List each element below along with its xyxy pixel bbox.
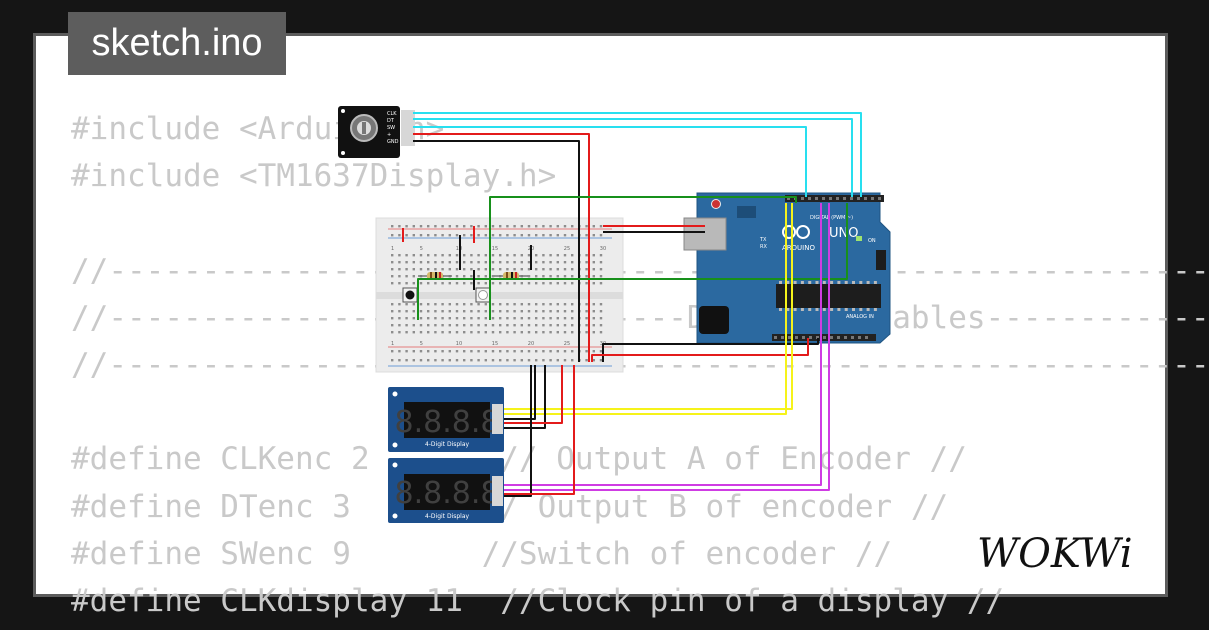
push-button[interactable] <box>402 287 418 303</box>
breadboard-column-number: 1 <box>391 341 394 347</box>
svg-text:SW: SW <box>387 125 395 131</box>
svg-text:+: + <box>387 132 391 138</box>
push-button[interactable] <box>475 287 491 303</box>
display-caption: 4-Digit Display <box>425 513 470 520</box>
wire[interactable] <box>489 196 797 320</box>
wokwi-logo: WOKWi <box>977 531 1133 577</box>
wire[interactable] <box>504 203 787 415</box>
seven-segment-display[interactable]: 8.8.8.8 4-Digit Display <box>388 387 504 452</box>
power-jack <box>699 306 729 334</box>
tx-label: TX <box>759 237 767 243</box>
svg-text:CLK: CLK <box>387 111 397 117</box>
code-line: #define CLKdisplay 11 //Clock pin of a d… <box>71 582 1005 619</box>
code-line: //--------------------------------------… <box>71 252 1209 289</box>
power-led <box>856 236 862 241</box>
wire[interactable] <box>504 203 793 410</box>
wire[interactable] <box>413 140 580 362</box>
icsp-header <box>876 250 886 270</box>
on-label: ON <box>868 238 876 244</box>
wire[interactable] <box>413 112 862 197</box>
code-line: #define DTenc 3 // Output B of encoder /… <box>71 488 949 525</box>
breadboard-column-number: 20 <box>528 341 534 347</box>
svg-text:DT: DT <box>387 118 395 124</box>
svg-text:GND: GND <box>387 139 399 145</box>
wire[interactable] <box>504 365 563 424</box>
arduino-brand-label: ARDUINO <box>782 244 815 252</box>
breadboard-column-number: 10 <box>456 341 462 347</box>
code-line: //--------------------------------------… <box>71 346 1209 383</box>
wire[interactable] <box>417 203 848 320</box>
wire[interactable] <box>413 133 590 362</box>
code-line: #define SWenc 9 //Switch of encoder // <box>71 535 893 572</box>
breadboard-column-number: 25 <box>564 341 570 347</box>
wire[interactable] <box>413 118 853 197</box>
file-tab[interactable]: sketch.ino <box>68 12 286 75</box>
breadboard-column-number: 5 <box>420 246 423 252</box>
wire[interactable] <box>504 203 822 486</box>
arduino-model-label: UNO <box>829 226 858 241</box>
breadboard-column-number: 15 <box>492 246 498 252</box>
wire[interactable] <box>591 338 809 362</box>
wire[interactable] <box>504 365 575 495</box>
wire[interactable] <box>504 203 830 491</box>
digital-label: DIGITAL (PWM ~) <box>810 215 853 221</box>
digital-header <box>785 195 884 202</box>
analog-label: ANALOG IN <box>846 314 874 320</box>
wire[interactable] <box>504 365 536 420</box>
seven-segment-display[interactable]: 8.8.8.8 4-Digit Display <box>388 458 504 523</box>
breadboard-column-number: 30 <box>600 246 606 252</box>
wire[interactable] <box>602 338 819 362</box>
breadboard-column-number: 25 <box>564 246 570 252</box>
rx-label: RX <box>760 244 767 250</box>
rotary-encoder[interactable]: CLK DT SW + GND <box>338 106 415 158</box>
svg-text:WOKWi: WOKWi <box>977 531 1133 577</box>
wire[interactable] <box>504 365 532 497</box>
wire[interactable] <box>413 126 807 197</box>
usb-port <box>683 217 727 251</box>
arduino-logo-icon <box>782 225 810 239</box>
breadboard-column-number: 15 <box>492 341 498 347</box>
code-line: #include <TM1637Display.h> <box>71 158 557 195</box>
breadboard-column-number: 5 <box>420 341 423 347</box>
arduino-uno[interactable]: UNO ARDUINO DIGITAL (PWM ~) ANALOG IN ON… <box>683 192 891 344</box>
display-caption: 4-Digit Display <box>425 441 470 448</box>
wire[interactable] <box>504 365 546 429</box>
breadboard-column-number: 1 <box>391 246 394 252</box>
display-digits: 8.8.8.8 <box>395 405 500 440</box>
breadboard-column-number: 10 <box>456 246 462 252</box>
reset-button <box>711 199 721 209</box>
display-digits: 8.8.8.8 <box>395 476 500 511</box>
